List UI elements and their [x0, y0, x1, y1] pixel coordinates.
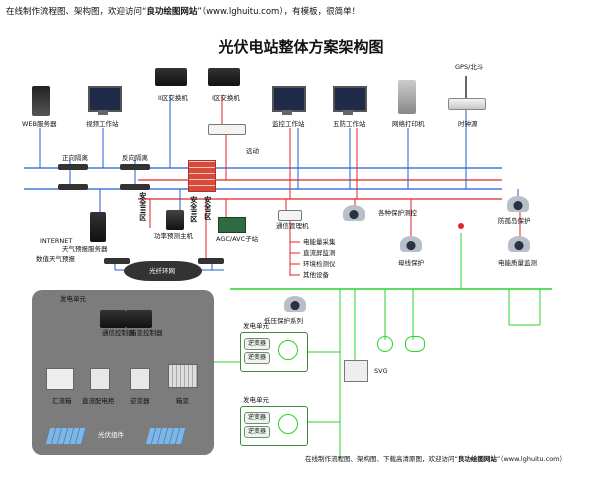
comm-controller-label: 通信控制器	[102, 329, 135, 337]
various-protection-label: 各种保护测控	[378, 209, 417, 217]
monitor-stand-icon	[343, 110, 353, 115]
weather-server-label: 天气预报服务器	[62, 245, 108, 253]
box-transformer-label: 箱变	[176, 397, 189, 405]
telecontrol-label: 远动	[246, 147, 259, 155]
monitor-stand-icon	[98, 110, 108, 115]
box-transformer-controller-label: 箱变控制器	[130, 329, 163, 337]
dome-camera-icon	[284, 296, 306, 312]
transformer-icon	[377, 336, 393, 352]
footer: 在线制作流程图、架构图、下载高清原图，欢迎访问“良功绘图网站”（www.lghu…	[305, 456, 566, 463]
reverse-isolation-label: 反向隔离	[122, 154, 148, 162]
security-zone3-label: 安全III区	[138, 192, 147, 221]
gps-beidou-label: GPS/北斗	[455, 63, 484, 71]
monitor-icon	[88, 86, 122, 112]
gen-unit-right-1-title: 发电单元	[243, 322, 269, 330]
monitor-stand-icon	[282, 110, 292, 115]
telecontrol-device-icon	[208, 124, 246, 135]
switch-zone2-label: II区交换机	[158, 94, 188, 102]
monitor-icon	[272, 86, 306, 112]
switch-zone2-icon	[155, 68, 187, 86]
pv-panel-icon	[45, 428, 87, 444]
isolation-device-icon	[58, 184, 88, 190]
page-title: 光伏电站整体方案架构图	[218, 38, 384, 56]
inverter-label: 逆变器	[130, 397, 150, 405]
banner-site-name[interactable]: 良功绘图网站	[146, 7, 198, 17]
comm-item-other: 其他设备	[303, 271, 329, 279]
printer-icon	[398, 80, 416, 114]
svg-device-label: SVG	[374, 367, 388, 375]
combiner-box-icon	[46, 368, 74, 390]
box-transformer-icon	[168, 364, 198, 388]
comm-item-env-detector: 环境检测仪	[303, 260, 336, 268]
dc-cabinet-icon	[90, 368, 110, 390]
dome-camera-icon	[507, 196, 529, 212]
agc-avc-icon	[218, 217, 246, 233]
isolation-device-icon	[120, 184, 150, 190]
inverter-box: 逆变器	[244, 426, 271, 439]
pv-modules-label: 光伏组件	[98, 431, 124, 439]
video-station-label: 视频工作站	[86, 120, 119, 128]
inverter-box: 逆变器	[244, 338, 271, 351]
footer-prefix: 在线制作流程图、架构图、下载高清原图，欢迎访问“	[305, 455, 458, 463]
internet-label: INTERNET	[40, 237, 73, 245]
power-quality-label: 电能质量监测	[498, 259, 537, 267]
isolation-device-icon	[120, 164, 150, 170]
five-defense-label: 五防工作站	[333, 120, 366, 128]
monitor-icon	[333, 86, 367, 112]
footer-suffix: ”（www.lghuitu.com）	[496, 455, 567, 463]
svg-device-icon	[344, 360, 368, 382]
fiber-ring-label: 光纤环网	[149, 267, 175, 275]
combiner-box-label: 汇流箱	[52, 397, 72, 405]
security-zone1-label: 安全I区	[203, 196, 212, 220]
weather-server-icon	[90, 212, 106, 242]
controller-icon	[100, 310, 126, 328]
security-zone2-label: 安全II区	[189, 196, 198, 223]
banner-prefix: 在线制作流程图、架构图，欢迎访问“	[6, 7, 147, 17]
comm-manager-icon	[278, 210, 302, 221]
switch-zone1-label: I区交换机	[212, 94, 240, 102]
banner-suffix: ”（www.lghuitu.com），有模板，很简单！	[197, 7, 361, 17]
forward-isolation-label: 正向隔离	[62, 154, 88, 162]
footer-site-name[interactable]: 良功绘图网站	[457, 455, 497, 463]
fiber-ring-cloud	[124, 261, 202, 281]
prediction-host-icon	[166, 210, 184, 230]
ring-switch-icon	[198, 258, 224, 264]
dome-camera-icon	[400, 236, 422, 252]
low-voltage-protection-label: 低压保护系列	[264, 317, 303, 325]
clock-source-icon	[448, 98, 486, 110]
gen-unit-right-2-title: 发电单元	[243, 396, 269, 404]
transformer-icon	[278, 414, 298, 434]
comm-item-energy: 电能量采集	[303, 238, 336, 246]
firewall-icon	[188, 160, 216, 192]
power-prediction-label: 功率预测主机	[154, 232, 193, 240]
pv-panel-icon	[145, 428, 187, 444]
controller-icon	[126, 310, 152, 328]
inverter-icon	[130, 368, 150, 390]
server-icon	[32, 86, 50, 116]
anti-islanding-label: 防孤岛保护	[498, 217, 531, 225]
agc-avc-label: AGC/AVC子站	[216, 235, 259, 243]
inverter-box: 逆变器	[244, 352, 271, 365]
isolation-device-icon	[58, 164, 88, 170]
dome-camera-icon	[343, 205, 365, 221]
weather-data-label: 数值天气预报	[36, 255, 75, 263]
dome-camera-icon	[508, 236, 530, 252]
comm-manager-label: 通信管理机	[276, 222, 309, 230]
coil-icon	[405, 336, 425, 352]
dc-cabinet-label: 直流配电柜	[82, 397, 115, 405]
red-indicator-icon	[458, 223, 464, 229]
ring-switch-icon	[104, 258, 130, 264]
monitor-station-label: 监控工作站	[272, 120, 305, 128]
busbar-protection-label: 母线保护	[398, 259, 424, 267]
top-banner: 在线制作流程图、架构图，欢迎访问“良功绘图网站”（www.lghuitu.com…	[6, 8, 360, 17]
transformer-icon	[278, 340, 298, 360]
comm-item-dc-panel: 直流屏监测	[303, 249, 336, 257]
clock-source-label: 时钟源	[458, 120, 478, 128]
gen-unit-title: 发电单元	[60, 295, 86, 303]
web-server-label: WEB服务器	[22, 120, 57, 128]
antenna-icon	[465, 76, 467, 98]
inverter-box: 逆变器	[244, 412, 271, 425]
network-printer-label: 网络打印机	[392, 120, 425, 128]
switch-zone1-icon	[208, 68, 240, 86]
